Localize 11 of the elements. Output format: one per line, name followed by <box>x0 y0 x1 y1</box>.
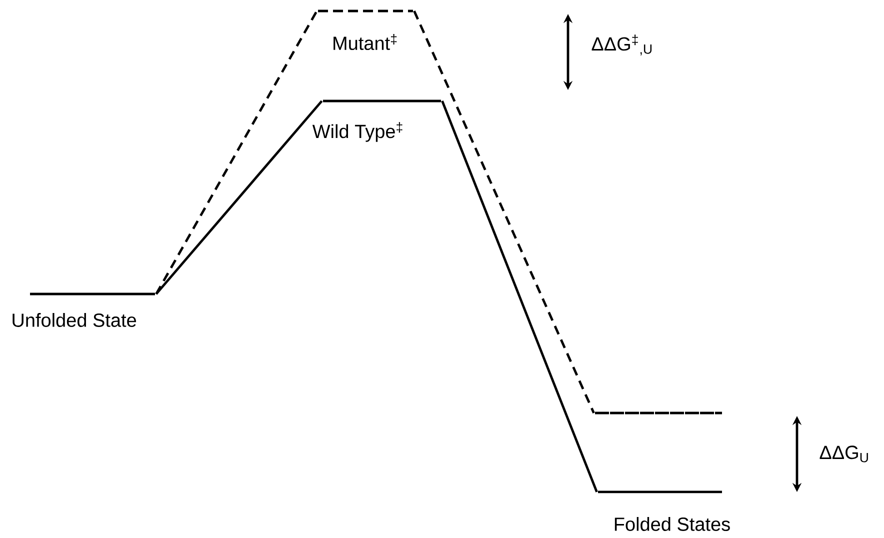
energy-label: ΔΔG$_{U}$ <box>820 446 868 462</box>
profile-line <box>413 10 595 414</box>
energy-level-line <box>594 412 724 414</box>
profile-line <box>155 10 318 295</box>
energy-label: ΔΔG$^{‡}$,U <box>592 34 652 56</box>
profile-line <box>441 100 598 492</box>
energy-level: Folded States <box>596 490 730 531</box>
energy-level: Wild Type$^{‡}$ <box>312 100 442 142</box>
energy-level: Mutant$^{‡}$ <box>316 10 414 50</box>
energy-level: Unfolded State <box>12 292 156 327</box>
profile-line <box>155 100 323 295</box>
